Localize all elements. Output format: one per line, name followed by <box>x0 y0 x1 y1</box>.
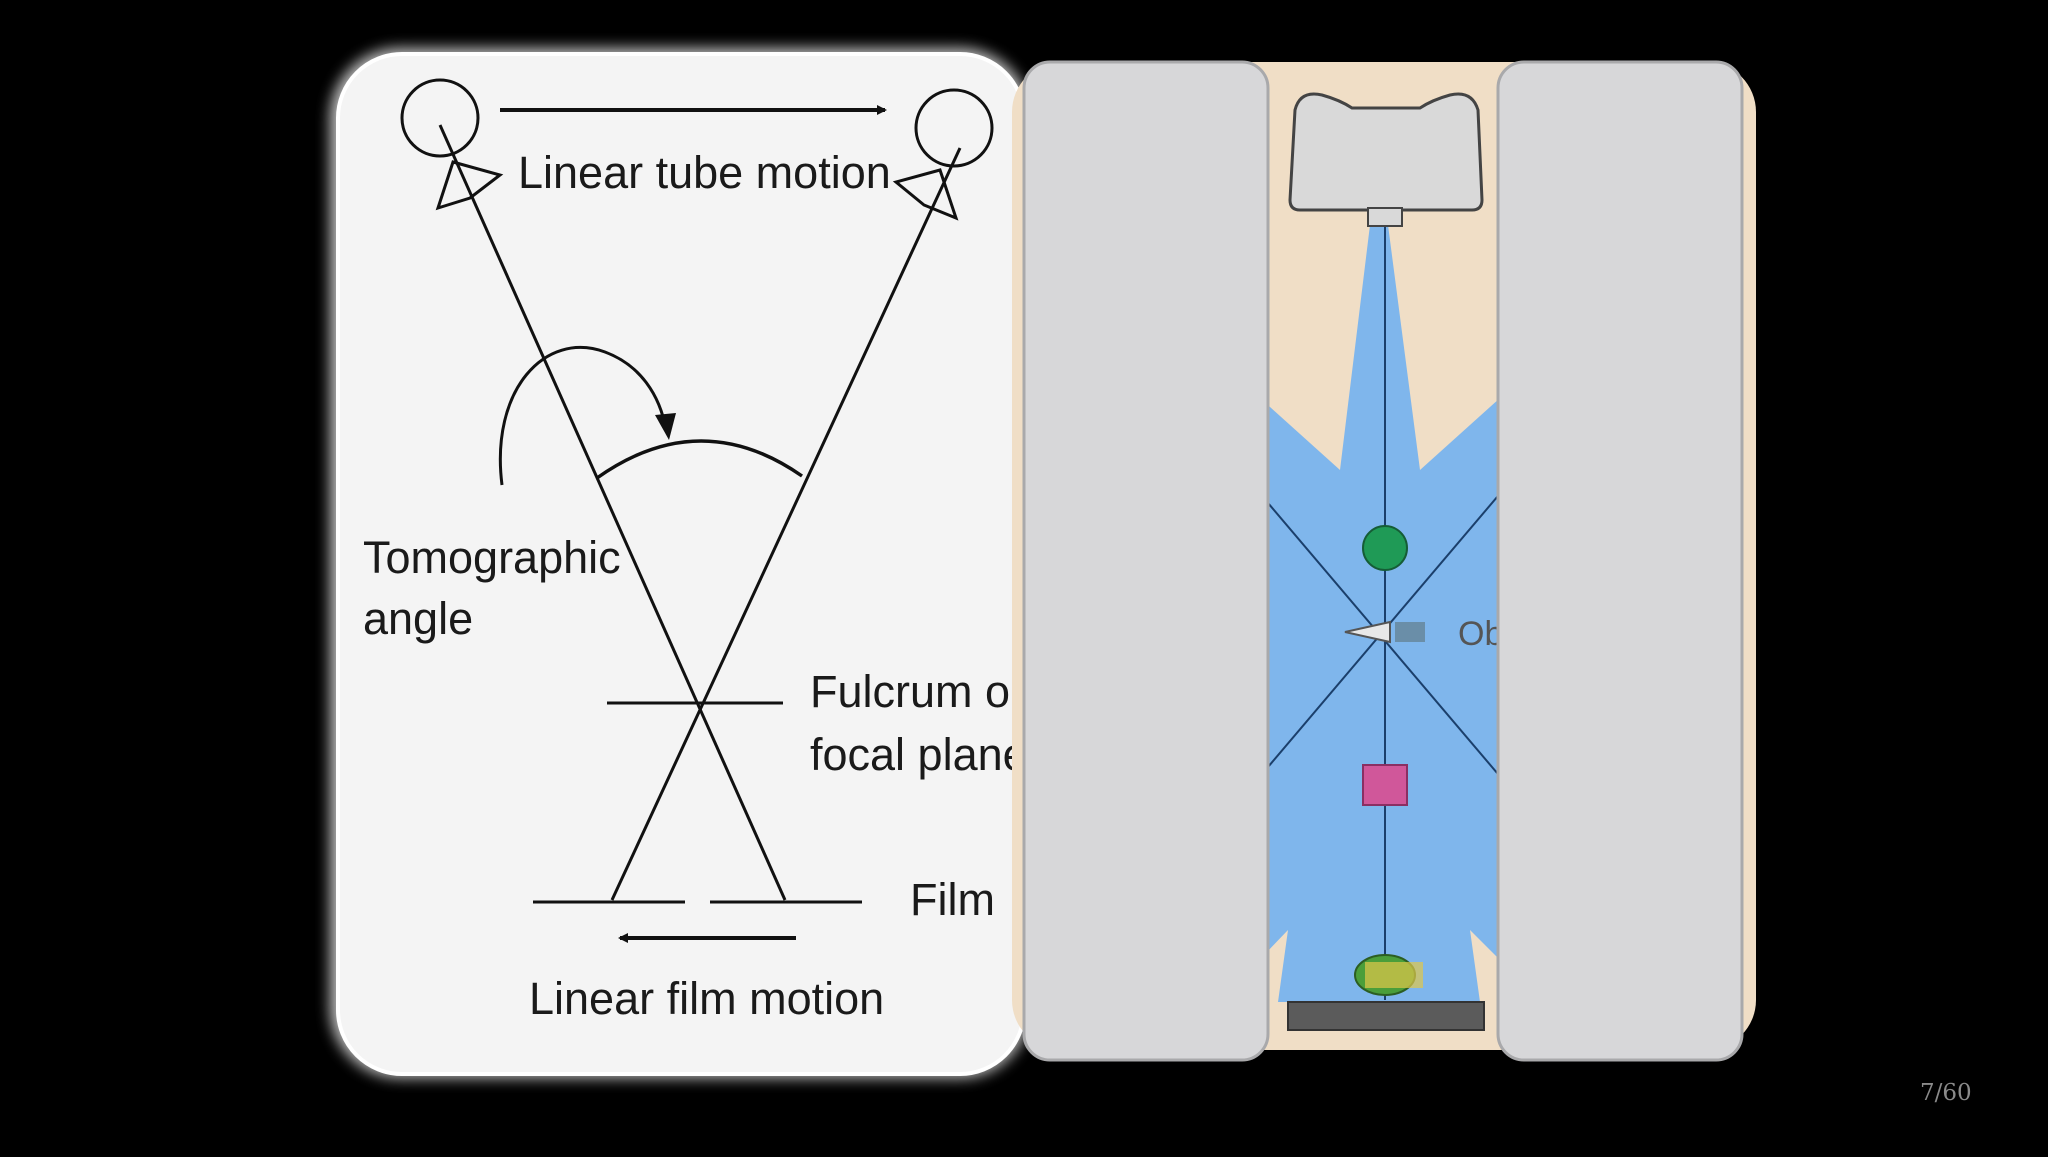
xray-tube-right-icon <box>892 88 994 221</box>
tube-motion-label: Linear tube motion <box>518 147 891 198</box>
film-motion-label: Linear film motion <box>529 973 884 1024</box>
beam-line-right <box>610 147 962 901</box>
xray-tube-left-icon <box>400 78 504 211</box>
fulcrum-label-line2: focal plane <box>810 729 1028 780</box>
pink-object-icon <box>1362 764 1408 806</box>
detector-icon <box>1287 954 1485 1031</box>
xray-beam-shape <box>1240 225 1520 1002</box>
curved-arrow-head <box>655 413 676 440</box>
tomographic-label-line2: angle <box>363 593 473 644</box>
focal-object-arrow-icon <box>1344 620 1425 644</box>
grey-mask-panel-right <box>1496 60 1744 1062</box>
xray-tube-housing-icon <box>1288 92 1484 212</box>
curved-arrow <box>499 346 668 486</box>
tube-port <box>1367 207 1403 227</box>
linear-tomography-diagram: Linear tube motion Tomographic angle Ful… <box>330 48 1030 1078</box>
page-number: 7/60 <box>1920 1080 1972 1106</box>
tomographic-label-line1: Tomographic <box>363 532 621 583</box>
object-label-fragment: Ob <box>1458 615 1503 653</box>
fulcrum-label-line1: Fulcrum or <box>810 666 1025 717</box>
beam-geometry-diagram: Ob <box>1012 60 1756 1062</box>
film-label: Film <box>910 874 995 925</box>
tomographic-angle-arc <box>595 439 803 480</box>
beam-line-left <box>438 124 787 901</box>
grey-mask-panel-left <box>1022 60 1270 1062</box>
green-object-icon <box>1362 525 1408 571</box>
